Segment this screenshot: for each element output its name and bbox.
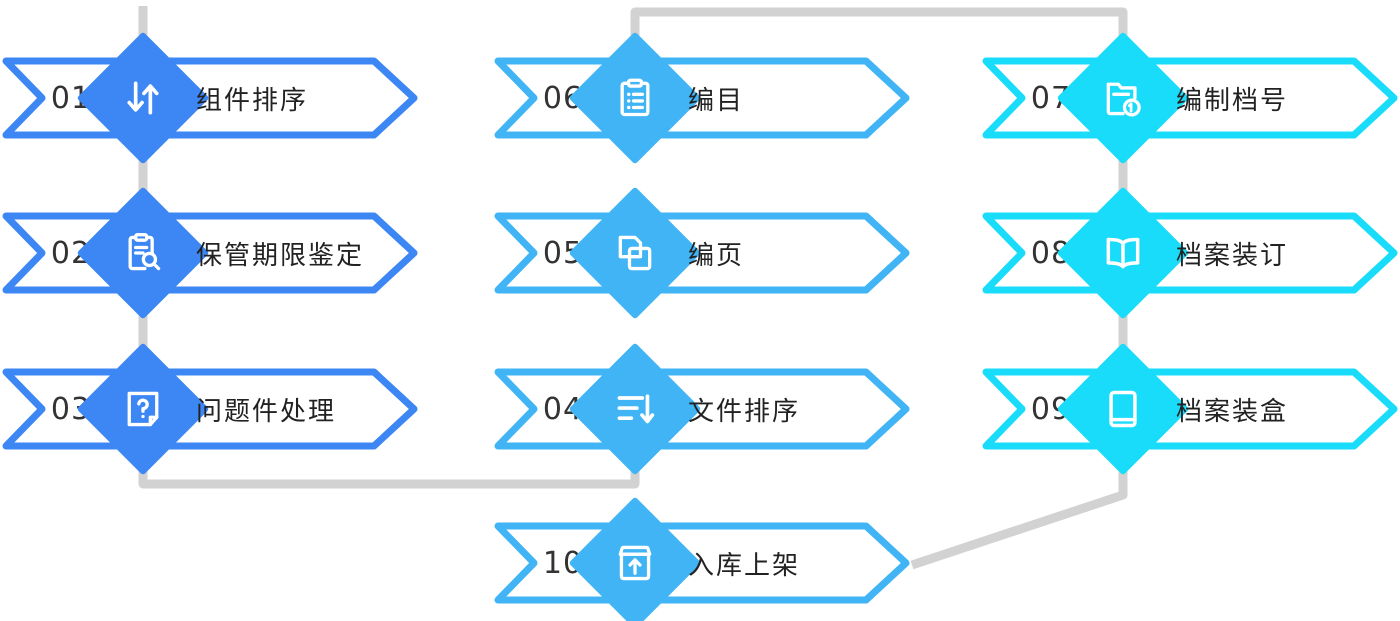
step-label: 组件排序 [196, 85, 309, 116]
copy-pages-icon [588, 206, 682, 300]
clipboard-list-icon [588, 51, 682, 145]
step-label: 入库上架 [688, 550, 801, 581]
connector-03-04 [138, 452, 640, 489]
step-label: 问题件处理 [196, 396, 337, 427]
step-02[interactable]: 02 保管期限鉴定 [0, 186, 420, 320]
step-08[interactable]: 08 档案装订 [980, 186, 1400, 320]
step-label: 文件排序 [688, 396, 801, 427]
step-banner [492, 366, 912, 452]
step-banner [492, 55, 912, 141]
step-label: 编目 [688, 85, 745, 116]
step-06[interactable]: 06 编目 [492, 31, 912, 165]
step-label: 编制档号 [1176, 85, 1289, 116]
step-label: 保管期限鉴定 [196, 240, 365, 271]
step-label: 档案装盒 [1176, 396, 1289, 427]
clipboard-search-icon [96, 206, 190, 300]
document-question-icon [96, 362, 190, 456]
step-banner [492, 210, 912, 296]
open-book-icon [1076, 206, 1170, 300]
step-banner [0, 210, 420, 296]
file-number-icon [1076, 51, 1170, 145]
step-09[interactable]: 09 档案装盒 [980, 342, 1400, 476]
step-banner [980, 366, 1400, 452]
step-03[interactable]: 03 问题件处理 [0, 342, 420, 476]
step-banner [980, 210, 1400, 296]
connector-06-07 [630, 7, 1128, 44]
step-01[interactable]: 01 组件排序 [0, 31, 420, 165]
step-10[interactable]: 10 入库上架 [492, 496, 912, 621]
step-label: 档案装订 [1176, 240, 1289, 271]
step-label: 编页 [688, 240, 745, 271]
sort-arrows-icon [96, 51, 190, 145]
step-banner [980, 55, 1400, 141]
step-04[interactable]: 04 文件排序 [492, 342, 912, 476]
archive-box-up-icon [588, 516, 682, 610]
connector-09-10 [910, 452, 1128, 570]
step-05[interactable]: 05 编页 [492, 186, 912, 320]
step-banner [492, 520, 912, 606]
sort-descending-icon [588, 362, 682, 456]
step-banner [0, 366, 420, 452]
step-07[interactable]: 07 编制档号 [980, 31, 1400, 165]
step-banner [0, 55, 420, 141]
closed-book-icon [1076, 362, 1170, 456]
